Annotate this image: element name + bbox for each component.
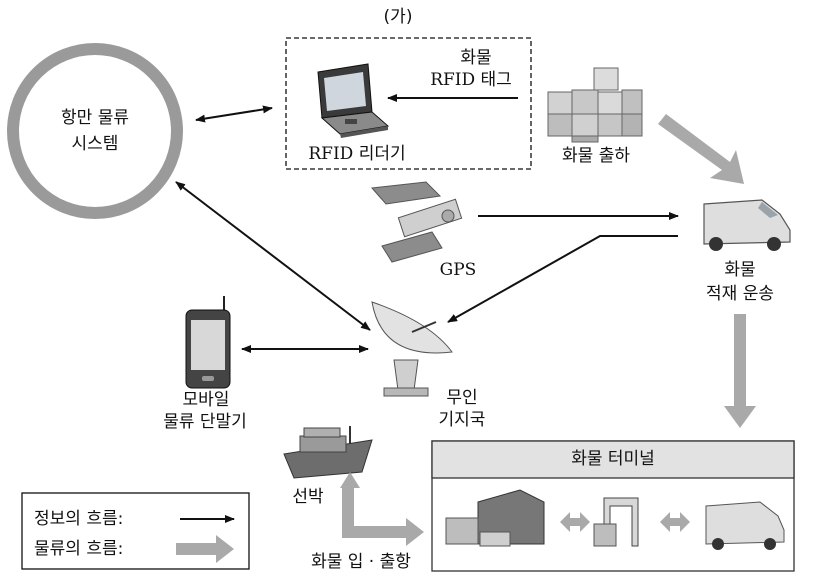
port-system-label-line1: 항만 물류 xyxy=(61,108,129,128)
cargo-boxes-icon xyxy=(547,67,643,143)
info-arrow-system-reader xyxy=(195,105,273,123)
terminal-van-icon xyxy=(705,501,785,550)
gps-satellite-icon xyxy=(370,181,463,263)
laptop-icon xyxy=(317,63,390,138)
rfid-reader-label: RFID 리더기 xyxy=(308,144,406,164)
cargo-ship-icon xyxy=(283,426,373,479)
legend-logistics-arrow xyxy=(176,535,234,563)
logistics-arrow-shipment-van xyxy=(658,114,744,184)
warehouse-icon xyxy=(445,489,545,547)
port-system-label-line2: 시스템 xyxy=(71,134,119,154)
terminal-header xyxy=(431,440,795,479)
gps-label: GPS xyxy=(439,260,477,280)
ship-label: 선박 xyxy=(292,487,324,507)
shipment-label: 화물 출하 xyxy=(562,146,630,166)
logistics-flow-arrows xyxy=(340,114,756,546)
ga-label: (가) xyxy=(383,7,413,27)
legend-logistics-label: 물류의 흐름: xyxy=(34,539,124,559)
delivery-van-icon xyxy=(703,199,791,251)
terminal-bidirectional-arrows xyxy=(560,512,690,532)
logistics-arrow-ship-terminal xyxy=(340,472,424,546)
legend-info-label: 정보의 흐름: xyxy=(34,509,124,529)
base-station-dish-icon xyxy=(371,301,453,397)
information-flow-arrows xyxy=(175,94,679,353)
mobile-terminal-label-line1: 모바일 xyxy=(182,390,230,410)
rfid-gate-icon xyxy=(593,497,639,547)
logistics-arrow-van-terminal xyxy=(724,314,756,428)
loading-transport-label-line1: 화물 xyxy=(724,260,756,280)
loading-transport-label-line2: 적재 운송 xyxy=(706,284,774,304)
port-logistics-ring xyxy=(7,43,183,219)
rfid-tag-label-line2: RFID 태그 xyxy=(430,70,512,90)
base-station-label-line2: 기지국 xyxy=(438,410,486,430)
base-station-label-line1: 무인 xyxy=(446,388,478,408)
mobile-terminal-icon xyxy=(185,296,231,389)
info-arrow-system-station xyxy=(175,181,371,331)
ga-dashed-box xyxy=(285,37,532,170)
terminal-title: 화물 터미널 xyxy=(571,449,655,469)
rfid-tag-label-line1: 화물 xyxy=(460,48,492,68)
info-arrow-van-station xyxy=(447,235,678,323)
mobile-terminal-label-line2: 물류 단말기 xyxy=(163,412,247,432)
legend-box xyxy=(21,492,250,570)
cargo-entry-exit-label: 화물 입 · 출항 xyxy=(311,552,411,572)
